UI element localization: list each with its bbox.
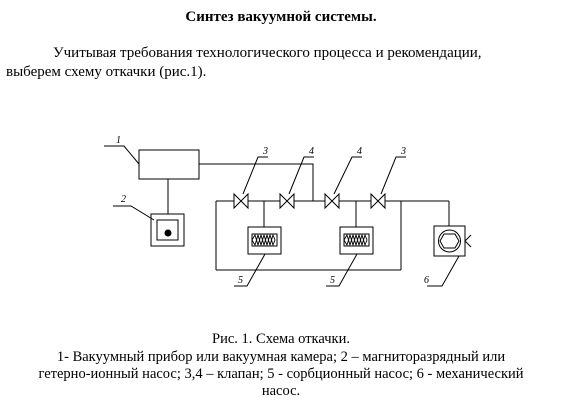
leader-3-left — [242, 156, 268, 195]
label-1: 1 — [116, 135, 121, 146]
intro-line-2: выберем схему откачки (рис.1). — [6, 64, 207, 80]
mechanical-pump — [433, 225, 472, 257]
valve-3-left — [233, 192, 249, 210]
valve-4-left — [279, 192, 295, 210]
leader-3-right — [380, 156, 406, 195]
intro-paragraph: Учитывая требования технологического про… — [6, 44, 556, 82]
label-3-left: 3 — [262, 146, 268, 157]
label-5-right: 5 — [330, 275, 335, 286]
leader-4-left — [288, 156, 314, 195]
valve-3-right — [370, 192, 386, 210]
label-6: 6 — [424, 275, 429, 286]
valve-4-right — [324, 192, 340, 210]
label-4-left: 4 — [309, 146, 314, 157]
label-4-right: 4 — [357, 146, 362, 157]
leader-2 — [113, 205, 155, 221]
vacuum-chamber — [138, 149, 200, 180]
figure-caption: Рис. 1. Схема откачки. — [212, 331, 350, 347]
leader-4-right — [333, 156, 362, 195]
ion-pump-dot — [164, 229, 172, 237]
pipe-chamber-to-manifold — [199, 163, 314, 201]
label-3-right: 3 — [400, 146, 406, 157]
leader-1 — [104, 145, 140, 165]
legend-line-1: 1- Вакуумный прибор или вакуумная камера… — [56, 349, 506, 365]
label-2: 2 — [121, 194, 126, 205]
sorption-pump-left — [247, 226, 282, 255]
document-title: Синтез вакуумной системы. — [185, 9, 377, 25]
leader-6 — [427, 255, 460, 287]
intro-line-1: Учитывая требования технологического про… — [53, 45, 482, 61]
leader-5-left — [234, 253, 266, 287]
legend-line-2: гетерно-ионный насос; 3,4 – клапан; 5 - … — [38, 366, 524, 382]
ion-pump-inner — [156, 219, 179, 241]
figure-legend: 1- Вакуумный прибор или вакуумная камера… — [0, 349, 562, 400]
sorption-pump-right — [339, 226, 374, 255]
label-5-left: 5 — [238, 275, 243, 286]
legend-line-3: насос. — [261, 383, 301, 399]
leader-5-right — [326, 253, 358, 287]
